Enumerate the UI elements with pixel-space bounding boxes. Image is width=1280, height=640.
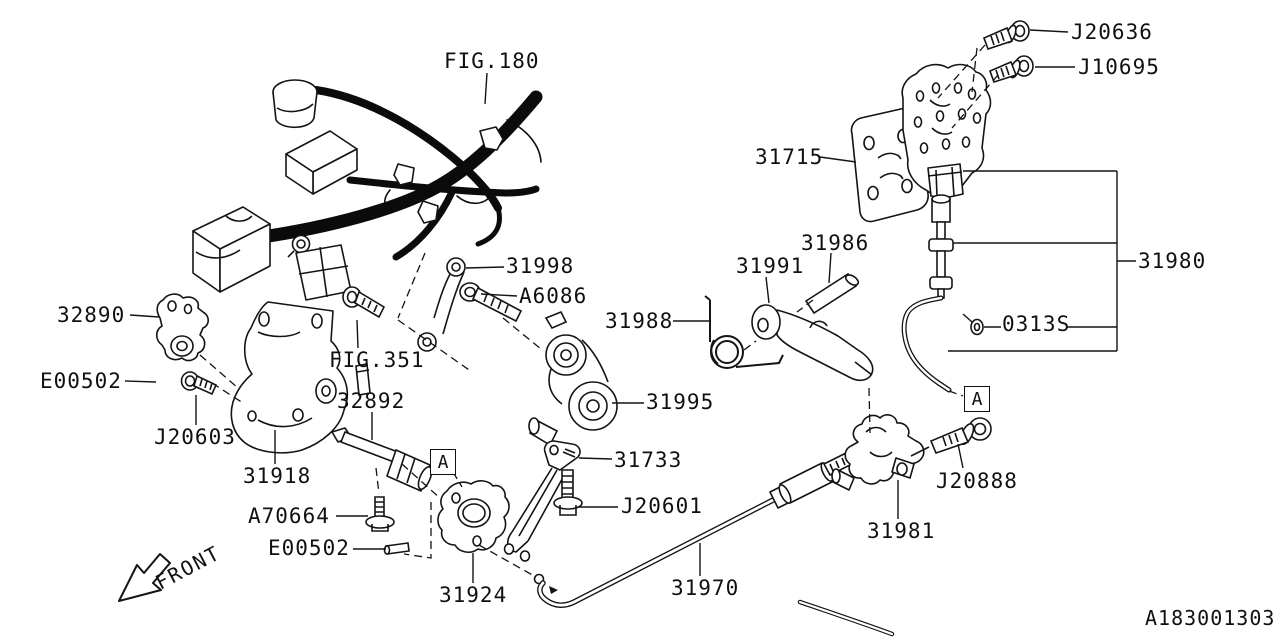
part-label-31986: 31986 bbox=[801, 231, 870, 255]
lever-31995-drawing bbox=[528, 310, 618, 447]
part-label-j10695: J10695 bbox=[1078, 55, 1160, 79]
pin-e00502-left-drawing bbox=[355, 363, 371, 396]
part-label-e00502-left: E00502 bbox=[40, 369, 122, 393]
drawing-code: A183001303 bbox=[1145, 606, 1276, 630]
valve-body-drawing bbox=[901, 63, 992, 199]
bolt-a6086-drawing bbox=[459, 282, 523, 323]
part-label-a6086: A6086 bbox=[519, 284, 588, 308]
part-label-31998: 31998 bbox=[506, 254, 575, 278]
part-label-31970: 31970 bbox=[671, 576, 740, 600]
clamp-31981-drawing bbox=[831, 414, 925, 491]
front-arrow bbox=[118, 553, 171, 602]
cable-adjuster-drawing bbox=[769, 442, 878, 509]
wire-harness-drawing bbox=[255, 86, 543, 261]
bracket-31715-drawing bbox=[850, 106, 929, 223]
bolt-j20636-drawing bbox=[982, 20, 1030, 51]
assembly-bracket-31980-lines bbox=[948, 170, 1118, 352]
bolt-j20601-drawing bbox=[553, 469, 583, 516]
part-label-31733: 31733 bbox=[614, 448, 683, 472]
bracket-31733-drawing bbox=[503, 440, 581, 562]
part-label-j20636: J20636 bbox=[1071, 20, 1153, 44]
part-label-e00502-bottom: E00502 bbox=[268, 536, 350, 560]
washer-0313s-drawing bbox=[970, 318, 984, 336]
bolt-j20603-drawing bbox=[180, 371, 218, 396]
part-label-32892: 32892 bbox=[337, 389, 406, 413]
part-label-a70664: A70664 bbox=[248, 504, 330, 528]
lever-31991-drawing bbox=[751, 304, 874, 382]
selector-rod-drawing bbox=[901, 295, 952, 393]
part-label-32890: 32890 bbox=[57, 303, 126, 327]
detail-marker-a-2: A bbox=[964, 386, 990, 412]
part-label-31988: 31988 bbox=[605, 309, 674, 333]
bolt-j10695-drawing bbox=[988, 55, 1034, 83]
bracket-31998-drawing bbox=[417, 257, 466, 352]
bolt-fig351-drawing bbox=[342, 286, 386, 319]
leader-lines bbox=[124, 29, 1136, 583]
part-label-j20888: J20888 bbox=[936, 469, 1018, 493]
spring-31988-drawing bbox=[704, 295, 784, 369]
cable-31970-drawing bbox=[533, 494, 895, 637]
harness-connectors-drawing bbox=[192, 79, 504, 301]
rod-31980-drawing bbox=[928, 194, 954, 299]
detail-marker-a-1: A bbox=[430, 449, 456, 475]
bolt-j20888-drawing bbox=[910, 417, 992, 457]
part-label-31924: 31924 bbox=[439, 583, 508, 607]
part-label-fig351: FIG.351 bbox=[329, 348, 425, 372]
part-label-fig180: FIG.180 bbox=[444, 49, 540, 73]
plate-31924-drawing bbox=[437, 480, 510, 554]
plate-31918-drawing bbox=[230, 301, 349, 454]
part-label-0313s: 0313S bbox=[1002, 312, 1071, 336]
part-label-31995: 31995 bbox=[646, 390, 715, 414]
part-label-31980: 31980 bbox=[1138, 249, 1207, 273]
pin-31986-drawing bbox=[804, 272, 860, 315]
bolt-a70664-drawing bbox=[365, 496, 395, 532]
pin-e00502-bottom-drawing bbox=[383, 542, 410, 555]
part-label-31715: 31715 bbox=[755, 145, 824, 169]
rod-32892-drawing bbox=[331, 427, 433, 492]
part-label-j20603: J20603 bbox=[154, 425, 236, 449]
part-label-31991: 31991 bbox=[736, 254, 805, 278]
part-label-31981: 31981 bbox=[867, 519, 936, 543]
part-label-31918: 31918 bbox=[243, 464, 312, 488]
part-label-j20601: J20601 bbox=[621, 494, 703, 518]
lever-32890-drawing bbox=[155, 293, 210, 362]
